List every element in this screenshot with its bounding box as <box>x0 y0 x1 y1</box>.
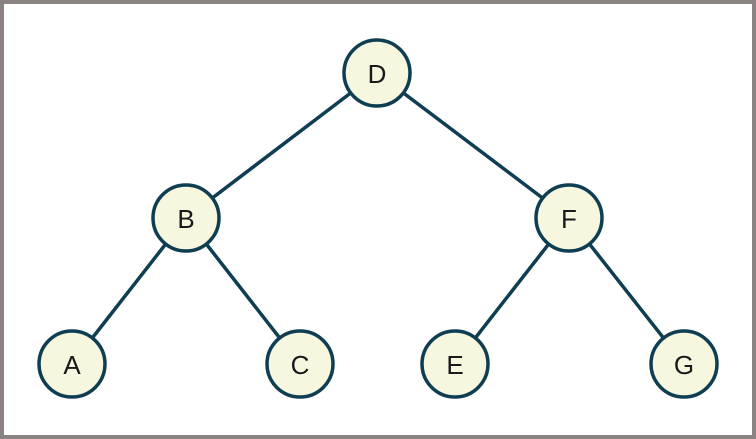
node-label: C <box>291 350 310 380</box>
node-label: D <box>368 59 387 89</box>
node-circle <box>342 38 412 108</box>
nodes-layer: D B F A C E G <box>37 38 719 399</box>
node-label: G <box>674 350 694 380</box>
node-label: E <box>446 350 463 380</box>
node-circle <box>151 183 221 253</box>
tree-node-f: F <box>534 183 604 253</box>
node-circle <box>420 329 490 399</box>
tree-node-e: E <box>420 329 490 399</box>
tree-node-c: C <box>265 329 335 399</box>
node-circle <box>265 329 335 399</box>
tree-node-a: A <box>37 329 107 399</box>
tree-node-b: B <box>151 183 221 253</box>
node-circle <box>649 329 719 399</box>
tree-node-d: D <box>342 38 412 108</box>
edge-d-b <box>184 71 379 220</box>
tree-node-g: G <box>649 329 719 399</box>
node-label: F <box>561 204 577 234</box>
node-label: A <box>63 350 81 380</box>
node-label: B <box>177 204 194 234</box>
edge-d-f <box>375 71 571 220</box>
node-circle <box>37 329 107 399</box>
node-circle <box>534 183 604 253</box>
